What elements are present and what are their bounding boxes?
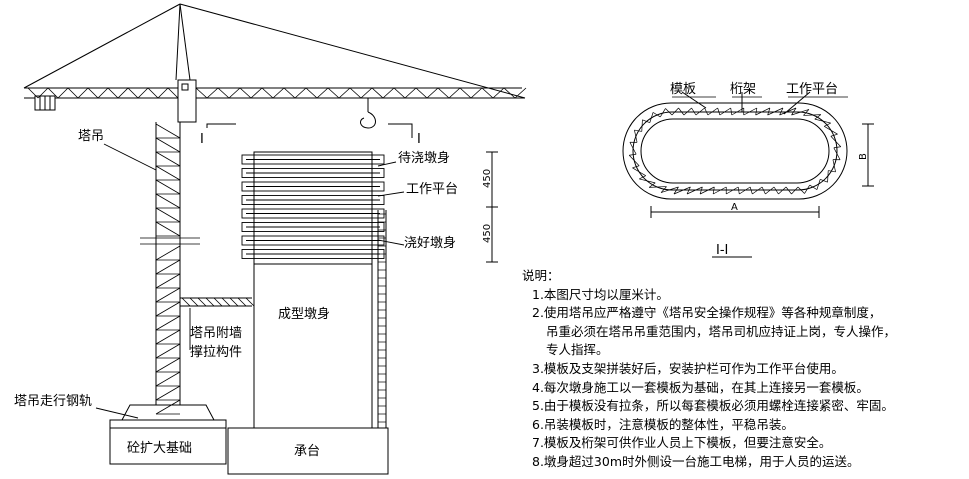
dim-upper: 450 bbox=[482, 169, 493, 188]
notes-block: 说明： 1.本图尺寸均以厘米计。 2.使用塔吊应严格遵守《塔吊安全操作规程》等各… bbox=[522, 267, 968, 472]
label-formwork: 模板 bbox=[670, 82, 696, 97]
label-pile-cap: 承台 bbox=[294, 444, 320, 459]
section-mark-right: I bbox=[417, 132, 421, 147]
note-line: 2.使用塔吊应严格遵守《塔吊安全操作规程》等各种规章制度， bbox=[532, 305, 882, 321]
dim-b: B bbox=[858, 153, 869, 160]
dim-a: A bbox=[731, 202, 738, 213]
label-section-platform: 工作平台 bbox=[786, 82, 838, 97]
label-truss: 桁架 bbox=[730, 82, 756, 97]
label-tower-crane: 塔吊 bbox=[78, 129, 104, 144]
label-wall-brace-2: 撑拉构件 bbox=[190, 345, 242, 360]
label-finished-pier: 成型墩身 bbox=[278, 306, 330, 322]
label-work-platform: 工作平台 bbox=[406, 182, 458, 197]
leader-lines bbox=[95, 143, 405, 419]
label-foundation: 砼扩大基础 bbox=[127, 441, 192, 456]
note-line: 8.墩身超过30m时外侧设一台施工电梯，用于人员的运送。 bbox=[532, 453, 860, 469]
note-line: 6.吊装模板时，注意模板的整体性，平稳吊装。 bbox=[532, 416, 794, 432]
note-line: 4.每次墩身施工以一套模板为基础，在其上连接另一套模板。 bbox=[532, 379, 869, 395]
note-line: 5.由于模板没有拉条，所以每套模板必须用螺栓连接紧密、牢固。 bbox=[532, 398, 894, 414]
note-line: 专人指挥。 bbox=[546, 342, 609, 358]
section-mark bbox=[206, 123, 413, 138]
label-rail: 塔吊走行钢轨 bbox=[14, 394, 92, 409]
note-line: 7.模板及桁架可供作业人员上下模板，但要注意安全。 bbox=[532, 435, 832, 451]
tower-crane bbox=[23, 3, 526, 429]
note-line: 3.模板及支架拼装好后，安装护栏可作为工作平台使用。 bbox=[532, 360, 844, 376]
label-pier-to-pour: 待浇墩身 bbox=[398, 150, 450, 166]
section-title: I-I bbox=[716, 243, 728, 258]
notes-title: 说明： bbox=[522, 268, 560, 283]
label-poured-pier: 浇好墩身 bbox=[404, 235, 456, 251]
label-wall-brace-1: 塔吊附墙 bbox=[190, 326, 242, 341]
section-view bbox=[622, 91, 874, 258]
dim-lower: 450 bbox=[482, 224, 493, 243]
note-line: 吊重必须在塔吊吊重范围内，塔吊司机应持证上岗，专人操作， bbox=[546, 323, 897, 339]
section-mark-left: I bbox=[200, 132, 204, 147]
note-line: 1.本图尺寸均以厘米计。 bbox=[532, 286, 669, 302]
